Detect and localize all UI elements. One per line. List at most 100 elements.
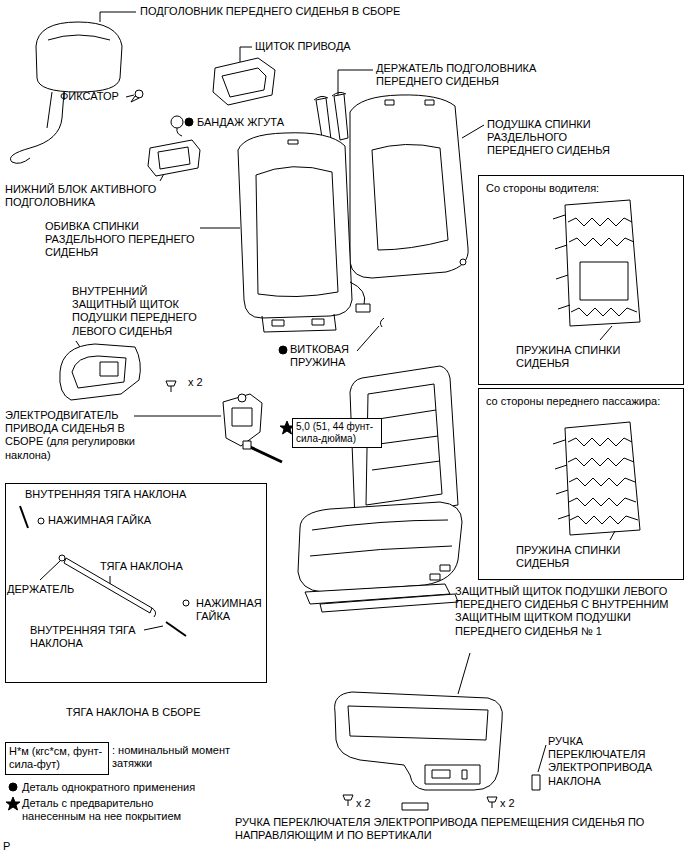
harness-clip [171,116,183,136]
inner-shield [72,356,126,388]
quantity-label: x 2 [188,376,203,389]
leader-line [100,12,136,22]
headrest-holder [334,94,348,140]
recline-motor [238,394,246,402]
seatback-spring-passenger [568,458,634,466]
switch-knob [532,775,540,790]
seat-frame [310,520,452,556]
inset-box: Со стороны водителя: ПРУЖИНА СПИНКИ СИДЕН… [478,175,684,385]
seatback-spring-passenger [555,465,567,469]
fixator [131,90,143,102]
screw [171,386,172,392]
legend-text: Деталь однократного применения [22,781,195,794]
box-heading: со стороны переднего пассажира: [486,395,676,408]
part-label: НИЖНИЙ БЛОК АКТИВНОГО ПОДГОЛОВНИКА [5,183,185,209]
screw [343,795,353,800]
recline-motor [223,394,262,446]
headrest [48,35,110,40]
part-label: НАЖИМНАЯ ГАЙКА [48,514,151,527]
seatback-cover [288,140,298,144]
coil-spring [380,318,384,327]
seatback-cover [238,133,352,318]
part-label: ЗАЩИТНЫЙ ЩИТОК ПОДУШКИ ЛЕВОГО ПЕРЕДНЕГО … [455,585,683,638]
figure-code: P [3,840,10,853]
seatback-cover [350,282,365,305]
part-label: НАЖИМНАЯ ГАЙКА [196,597,266,623]
screw [348,800,349,806]
quantity-label: x 2 [356,797,371,810]
box-heading: Н*м (кгс*см, фунт-сила-фут) [9,745,105,771]
pre-coated-mark [6,421,294,810]
tilt-rod-parts [152,608,156,617]
inner-shield [60,344,141,400]
seatback-pad [350,95,468,278]
seatback-pad [372,144,448,250]
seat-frame [320,594,458,612]
part-label: ФИКСАТОР [60,90,119,103]
seat-illustration [6,12,640,810]
leader-line [600,326,612,340]
seat-frame [298,502,462,592]
tilt-rod-parts [20,506,28,528]
harness-clip [177,128,182,136]
leader-line [462,125,484,138]
fixator [131,96,139,102]
outer-shield [335,692,503,790]
part-label: ТЯГА НАКЛОНА [100,560,183,573]
box-heading: ТЯГА НАКЛОНА В СБОРЕ [66,706,266,719]
one-time-mark [9,783,17,791]
seatback-pad [460,259,466,265]
seatback-cover [256,167,338,297]
leader-line [458,653,470,694]
part-label: ЭЛЕКТРОДВИГАТЕЛЬ ПРИВОДА СИДЕНЬЯ В СБОРЕ… [5,409,155,462]
outer-shield [462,770,467,779]
box-heading: Со стороны водителя: [486,182,676,195]
tilt-rod-parts [166,622,186,636]
headrest [10,118,62,163]
seatback-cover [238,133,370,332]
seatback-spring-driver [580,262,628,300]
part-label: ПОДУШКА СПИНКИ РАЗДЕЛЬНОГО ПЕРЕДНЕГО СИД… [487,118,627,158]
seatback-spring-driver [568,218,632,226]
tilt-rod-parts [20,506,189,636]
screw [166,381,176,386]
screw [492,802,493,808]
actuator-shield [213,58,275,105]
part-label: РУЧКА ПЕРЕКЛЮЧАТЕЛЯ ЭЛЕКТРОПРИВОДА НАКЛО… [548,735,668,788]
part-label: ЩИТОК ПРИВОДА [255,40,351,53]
harness-clip [171,116,183,128]
part-label: ВИТКОВАЯ ПРУЖИНА [290,343,356,369]
tilt-rod-parts [183,600,189,606]
seatback-spring-passenger [556,490,568,494]
active-headrest-unit [158,147,190,169]
quantity-label: x 2 [500,797,515,810]
outer-shield [432,770,450,778]
seatback-spring-driver [571,308,637,316]
leader-line [40,561,60,580]
box-text: ПРУЖИНА СПИНКИ СИДЕНЬЯ [516,344,646,370]
part-label: ДЕРЖАТЕЛЬ ПОДГОЛОВНИКА ПЕРЕДНЕГО СИДЕНЬЯ [376,62,576,88]
recline-motor [243,441,251,449]
recline-motor [232,408,252,426]
recline-motor [248,446,282,462]
headrest [47,92,52,128]
actuator-shield [213,58,275,105]
leader-line [200,228,240,229]
seatback-spring-passenger [553,440,565,444]
seatback-spring-driver [553,215,565,219]
recline-motor [223,394,282,462]
part-label: ВНУТРЕННЯЯ ТЯГА НАКЛОНА [30,624,160,650]
seatback-spring-driver [558,305,570,309]
part-label: РУЧКА ПЕРЕКЛЮЧАТЕЛЯ ЭЛЕКТРОПРИВОДА ПЕРЕМ… [235,816,685,842]
tilt-rod-parts [38,518,44,524]
part-label: ПОДГОЛОВНИК ПЕРЕДНЕГО СИДЕНЬЯ В СБОРЕ [140,5,400,18]
seat-frame [298,366,462,612]
active-headrest-unit [148,140,200,176]
part-label: ОБИВКА СПИНКИ РАЗДЕЛЬНОГО ПЕРЕДНЕГО СИДЕ… [45,220,195,260]
seatback-spring-driver [553,200,640,326]
box-heading: 5,0 (51, 44 фунт-сила-дюйма) [296,421,378,445]
part-label: ДЕРЖАТЕЛЬ [7,583,74,596]
legend-text: Деталь с предварительно нанесенным на не… [22,797,202,823]
switch-knob [402,775,540,810]
outer-shield [348,706,488,740]
